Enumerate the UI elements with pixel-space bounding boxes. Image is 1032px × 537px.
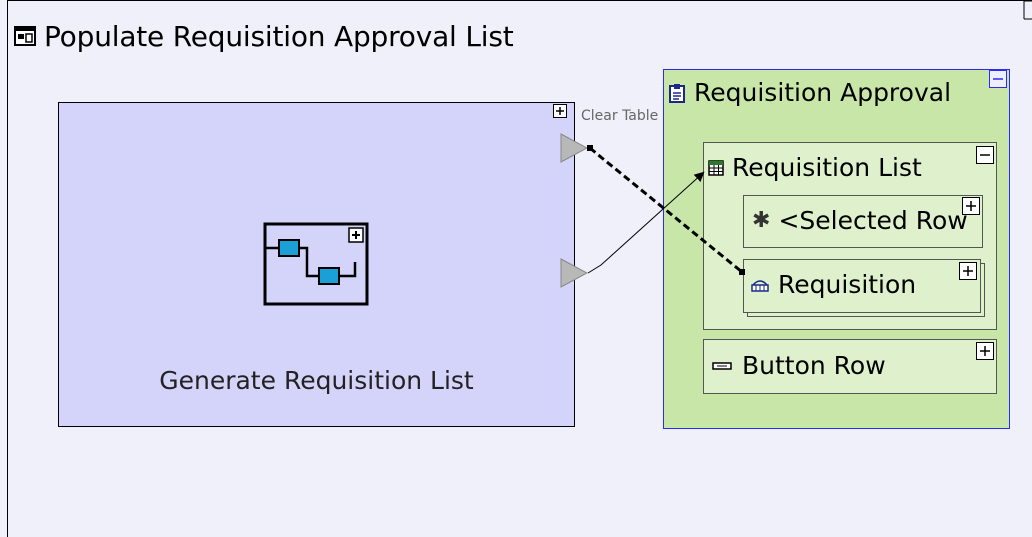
clear-table-port-label: Clear Table	[581, 108, 659, 124]
button-row-node[interactable]: Button Row	[703, 339, 997, 394]
requisition-label: Requisition	[778, 270, 917, 299]
asterisk-icon: ✱	[752, 208, 771, 233]
data-record-icon	[751, 279, 769, 292]
generate-node-label: Generate Requisition List	[159, 366, 474, 395]
output-port-icon[interactable]	[560, 258, 588, 288]
table-icon	[708, 159, 724, 176]
canvas-top-border	[7, 0, 1032, 1]
page-title-row: Populate Requisition Approval List	[14, 18, 514, 54]
subprocess-icon	[263, 222, 369, 306]
approval-panel-label: Requisition Approval	[694, 78, 952, 107]
generate-requisition-list-node[interactable]	[58, 102, 575, 427]
clear-table-port-icon[interactable]	[560, 133, 588, 163]
collapse-minus-icon[interactable]	[976, 146, 994, 164]
requisition-list-header: Requisition List	[708, 153, 922, 182]
page-title: Populate Requisition Approval List	[44, 19, 514, 53]
collapse-minus-icon[interactable]	[989, 70, 1007, 88]
approval-panel-header: Requisition Approval	[668, 78, 1006, 107]
canvas-left-border	[7, 0, 8, 537]
button-icon	[712, 361, 732, 370]
selected-row-node[interactable]: ✱ <Selected Row	[743, 195, 983, 248]
expand-plus-icon[interactable]	[962, 197, 980, 215]
selected-row-label: <Selected Row	[778, 206, 968, 235]
form-icon	[669, 83, 685, 103]
expand-plus-icon[interactable]	[553, 104, 567, 118]
button-row-label: Button Row	[742, 351, 886, 380]
canvas-corner-mark	[1023, 0, 1032, 20]
requisition-node[interactable]: Requisition	[743, 259, 981, 313]
expand-plus-icon[interactable]	[959, 262, 977, 280]
expand-plus-icon[interactable]	[976, 342, 994, 360]
window-icon	[14, 26, 36, 46]
requisition-list-label: Requisition List	[732, 153, 922, 182]
